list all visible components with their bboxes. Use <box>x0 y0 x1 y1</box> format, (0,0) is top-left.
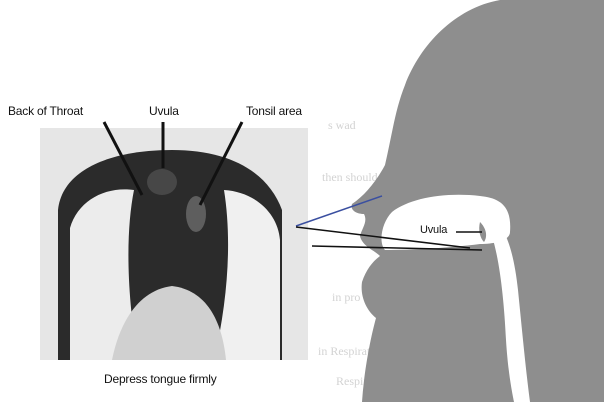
tonsil-area-label: Tonsil area <box>246 104 302 118</box>
throat-photo <box>40 128 308 360</box>
back-of-throat-label: Back of Throat <box>8 104 83 118</box>
caption: Depress tongue firmly <box>104 372 217 386</box>
uvula-profile-label: Uvula <box>420 224 447 236</box>
uvula-label: Uvula <box>149 104 179 118</box>
